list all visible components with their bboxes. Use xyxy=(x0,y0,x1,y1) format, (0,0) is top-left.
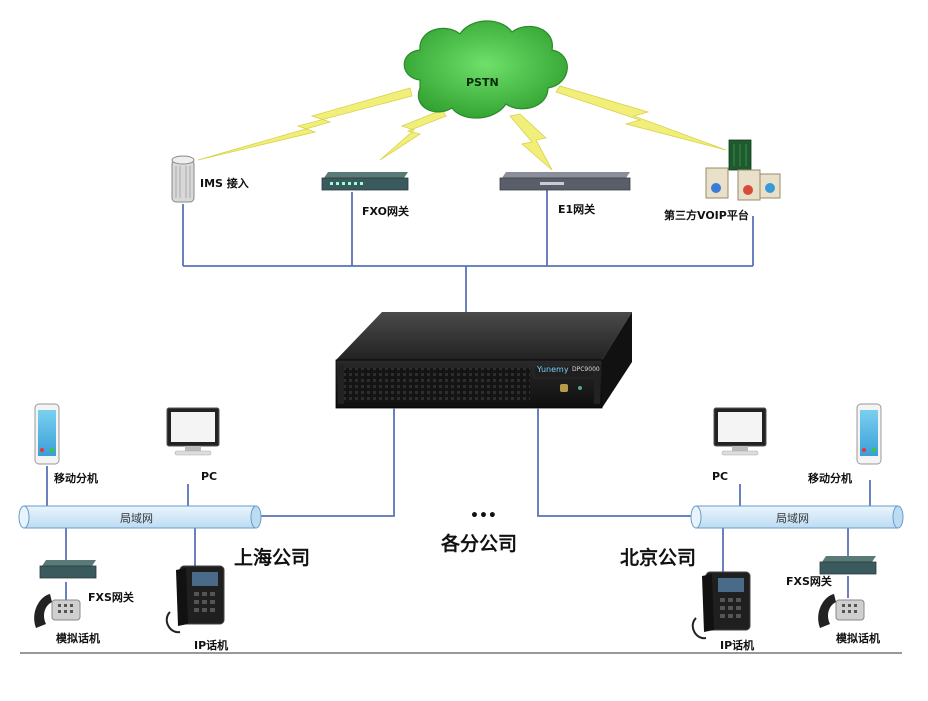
beijing-analog-label: 模拟话机 xyxy=(836,632,880,645)
beijing-pc-icon xyxy=(713,407,767,456)
shanghai-fxs-label: FXS网关 xyxy=(88,591,134,604)
beijing-branch xyxy=(690,403,904,640)
shanghai-mobile-label: 移动分机 xyxy=(54,472,98,485)
shanghai-pc-icon xyxy=(166,407,220,456)
e1-gateway-icon xyxy=(499,172,631,191)
lightning-links xyxy=(197,85,727,171)
beijing-ipphone-label: IP话机 xyxy=(720,639,755,652)
server-badge: DPC9000 xyxy=(572,366,600,373)
voip-platform-icon xyxy=(705,139,781,201)
fxo-gateway-icon xyxy=(321,172,409,191)
shanghai-fxs-gateway-icon xyxy=(39,560,97,579)
server-brand: Yunemy xyxy=(537,365,569,374)
e1-label: E1网关 xyxy=(558,203,596,216)
lightning-voip xyxy=(555,85,727,151)
pstn-label: PSTN xyxy=(466,76,499,89)
central-server xyxy=(335,312,632,409)
ims-label: IMS 接入 xyxy=(200,177,249,190)
shanghai-branch xyxy=(18,403,262,634)
ellipsis: ••• xyxy=(470,508,497,524)
shanghai-ip-phone-icon xyxy=(165,565,225,634)
top-links xyxy=(182,190,754,314)
lightning-ims xyxy=(197,87,413,161)
branch-links xyxy=(256,408,696,517)
shanghai-analog-label: 模拟话机 xyxy=(56,632,100,645)
beijing-lan-pipe xyxy=(690,505,904,529)
fxo-label: FXO网关 xyxy=(362,205,409,218)
beijing-mobile-label: 移动分机 xyxy=(808,472,852,485)
shanghai-ipphone-label: IP话机 xyxy=(194,639,229,652)
beijing-mobile-icon xyxy=(856,403,882,465)
lightning-fxo xyxy=(379,109,447,161)
shanghai-lan-pipe xyxy=(18,505,262,529)
beijing-analog-phone-icon xyxy=(818,594,865,628)
pstn-cloud xyxy=(403,20,568,119)
center-branches-label: 各分公司 xyxy=(441,533,518,555)
shanghai-lan-label: 局域网 xyxy=(120,512,153,525)
shanghai-name: 上海公司 xyxy=(234,547,311,569)
voip-label: 第三方VOIP平台 xyxy=(664,209,749,222)
beijing-ip-phone-icon xyxy=(691,571,751,640)
beijing-lan-label: 局域网 xyxy=(776,512,809,525)
ims-device-icon xyxy=(171,155,195,203)
beijing-fxs-gateway-icon xyxy=(819,556,877,575)
shanghai-pc-label: PC xyxy=(201,470,218,483)
lightning-e1 xyxy=(509,113,553,171)
shanghai-mobile-icon xyxy=(34,403,60,465)
beijing-name: 北京公司 xyxy=(620,547,697,569)
beijing-pc-label: PC xyxy=(712,470,729,483)
shanghai-analog-phone-icon xyxy=(34,594,81,628)
beijing-fxs-label: FXS网关 xyxy=(786,575,832,588)
